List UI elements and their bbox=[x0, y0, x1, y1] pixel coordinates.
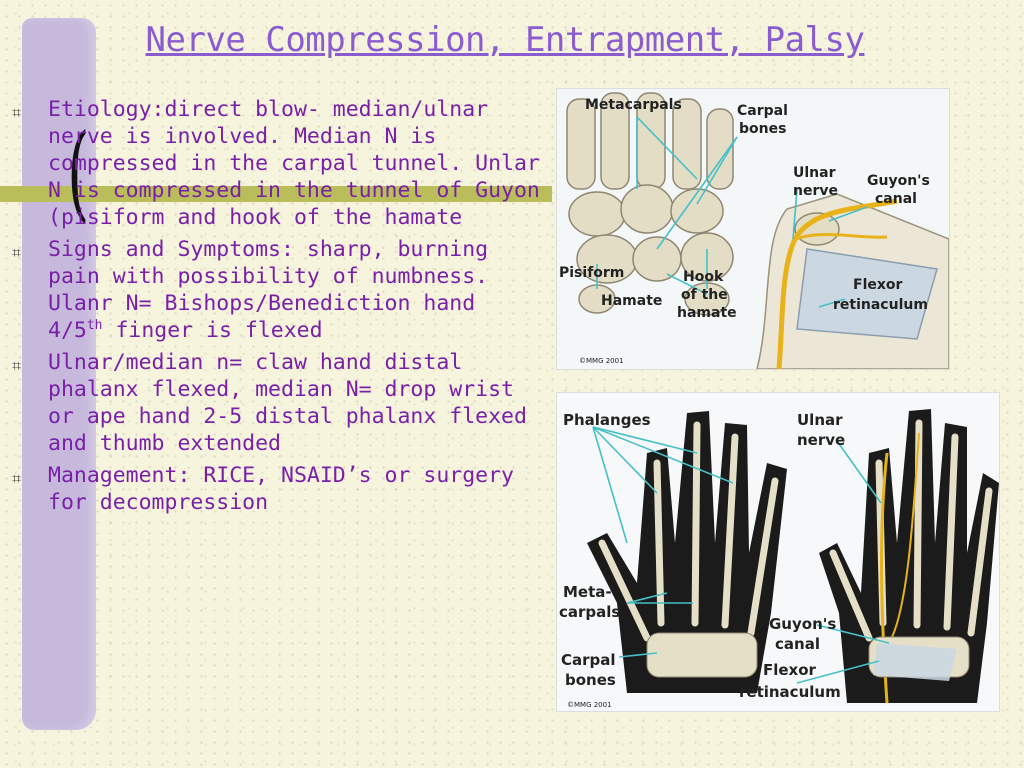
bullet-text: Signs and Symptoms: sharp, burning pain … bbox=[48, 237, 489, 343]
label-metacarpals-line1: Meta- bbox=[563, 583, 612, 601]
label-ulnar-nerve-line1: Ulnar bbox=[797, 411, 843, 429]
carpal-bones-drawing bbox=[566, 92, 734, 316]
guyon-canal-drawing bbox=[756, 193, 949, 369]
label-flexor-retinaculum-line2: retinaculum bbox=[739, 683, 841, 701]
bullet-text: Etiology:direct blow- median/ulnar nerve… bbox=[48, 97, 540, 230]
label-guyons-canal-line2: canal bbox=[875, 191, 917, 207]
label-ulnar-nerve-line2: nerve bbox=[793, 183, 838, 199]
label-flexor-retinaculum-line2: retinaculum bbox=[833, 297, 928, 313]
label-carpal-bones-line1: Carpal bbox=[561, 651, 616, 669]
bullet-marker-icon: ⌗ bbox=[12, 469, 22, 488]
bullet-signs-symptoms: ⌗ Signs and Symptoms: sharp, burning pai… bbox=[12, 236, 542, 344]
label-metacarpals-line2: carpals bbox=[559, 603, 620, 621]
label-hook-line3: hamate bbox=[677, 305, 737, 321]
bullet-marker-icon: ⌗ bbox=[12, 243, 22, 262]
copyright-text: ©MMG 2001 bbox=[567, 701, 612, 709]
decorative-green-band bbox=[0, 186, 552, 202]
bullet-etiology: ⌗ Etiology:direct blow- median/ulnar ner… bbox=[12, 96, 542, 231]
bullet-marker-icon: ⌗ bbox=[12, 103, 22, 122]
hand-skeleton-image: Phalanges Ulnar nerve Meta- carpals Guyo… bbox=[556, 392, 1000, 712]
label-ulnar-nerve-line2: nerve bbox=[797, 431, 845, 449]
label-carpal-bones-line2: bones bbox=[565, 671, 616, 689]
label-guyons-canal-line2: canal bbox=[775, 635, 820, 653]
left-hand-skeleton-drawing bbox=[587, 411, 787, 693]
bullet-management: ⌗ Management: RICE, NSAID’s or surgery f… bbox=[12, 462, 542, 516]
label-leader-lines bbox=[596, 116, 868, 308]
wrist-anatomy-illustration: Metacarpals Carpal bones Ulnar nerve Guy… bbox=[559, 92, 949, 369]
hand-skeleton-illustration: Phalanges Ulnar nerve Meta- carpals Guyo… bbox=[559, 409, 999, 709]
label-flexor-retinaculum-line1: Flexor bbox=[853, 277, 903, 293]
label-leader-lines bbox=[592, 426, 890, 684]
label-carpal-bones-line2: bones bbox=[739, 121, 786, 137]
bullet-text: Management: RICE, NSAID’s or surgery for… bbox=[48, 463, 514, 515]
label-ulnar-nerve-line1: Ulnar bbox=[793, 165, 836, 181]
label-hook-line1: Hook bbox=[683, 269, 724, 285]
label-pisiform: Pisiform bbox=[559, 265, 624, 281]
bullet-text: Ulnar/median n= claw hand distal phalanx… bbox=[48, 350, 527, 456]
label-hamate: Hamate bbox=[601, 293, 662, 309]
label-hook-line2: of the bbox=[681, 287, 728, 303]
decorative-bracket: ( bbox=[67, 111, 90, 233]
bullet-superscript: th bbox=[86, 317, 103, 333]
label-metacarpals: Metacarpals bbox=[585, 97, 682, 113]
label-flexor-retinaculum-line1: Flexor bbox=[763, 661, 817, 679]
decorative-lavender-strip bbox=[22, 18, 96, 730]
bullet-list: ⌗ Etiology:direct blow- median/ulnar ner… bbox=[12, 96, 542, 521]
label-guyons-canal-line1: Guyon's bbox=[867, 173, 930, 189]
copyright-text: ©MMG 2001 bbox=[579, 357, 624, 365]
slide-title: Nerve Compression, Entrapment, Palsy bbox=[145, 20, 865, 60]
wrist-anatomy-image: Metacarpals Carpal bones Ulnar nerve Guy… bbox=[556, 88, 950, 370]
label-guyons-canal-line1: Guyon's bbox=[769, 615, 836, 633]
label-carpal-bones-line1: Carpal bbox=[737, 103, 788, 119]
right-hand-skeleton-drawing bbox=[819, 409, 999, 704]
bullet-marker-icon: ⌗ bbox=[12, 356, 22, 375]
bullet-claw-hand: ⌗ Ulnar/median n= claw hand distal phala… bbox=[12, 349, 542, 457]
bullet-text-continued: finger is flexed bbox=[102, 318, 323, 343]
label-phalanges: Phalanges bbox=[563, 411, 651, 429]
